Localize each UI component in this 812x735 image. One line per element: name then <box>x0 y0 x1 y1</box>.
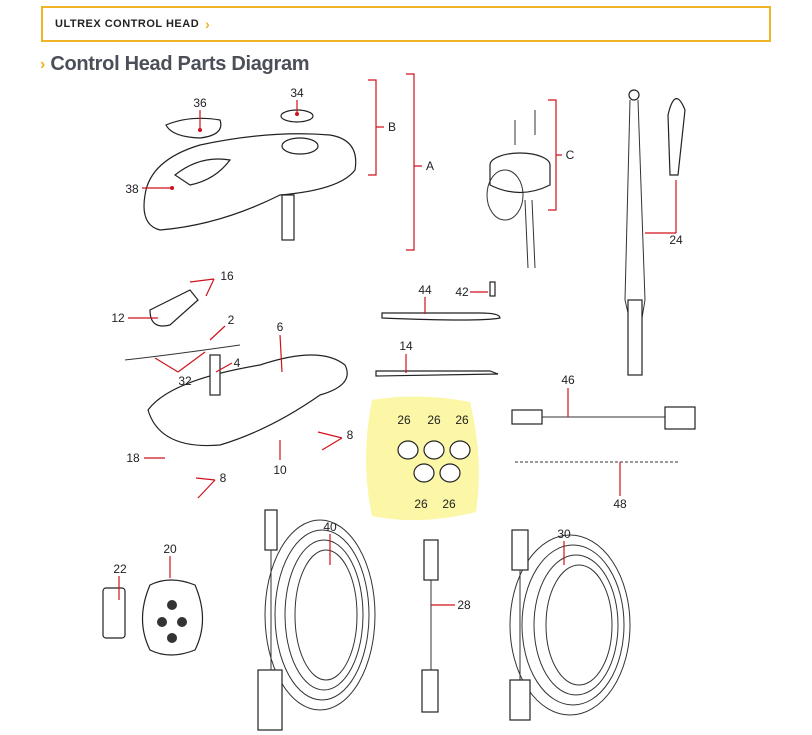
lanyard <box>624 89 686 376</box>
callout-38: 38 <box>125 182 139 196</box>
callout-42: 42 <box>455 285 469 299</box>
callout-10: 10 <box>273 463 287 477</box>
highlight-area <box>366 396 479 521</box>
cable-46 <box>511 406 696 430</box>
callout-26: 26 <box>427 413 441 427</box>
cable-coil-40 <box>257 509 376 731</box>
callout-12: 12 <box>111 311 125 325</box>
callout-14: 14 <box>399 339 413 353</box>
callout-22: 22 <box>113 562 127 576</box>
callout-40: 40 <box>323 520 337 534</box>
callout-48: 48 <box>613 497 627 511</box>
callout-26: 26 <box>455 413 469 427</box>
callout-32: 32 <box>178 374 192 388</box>
chevron-right-icon: › <box>40 55 46 73</box>
callout-6: 6 <box>277 320 284 334</box>
cable-tie-44 <box>381 312 501 321</box>
callout-44: 44 <box>418 283 432 297</box>
page-title: › Control Head Parts Diagram <box>40 53 310 76</box>
callout-C: C <box>566 148 575 162</box>
cable-tie-14 <box>375 370 499 377</box>
callout-A: A <box>426 159 434 173</box>
callout-8: 8 <box>347 428 354 442</box>
cable-28 <box>421 539 439 713</box>
callout-28: 28 <box>457 598 471 612</box>
control-head-base <box>124 289 348 447</box>
callout-8: 8 <box>220 471 227 485</box>
breadcrumb[interactable]: ULTREX CONTROL HEAD › <box>41 6 771 42</box>
steering-sensor <box>486 110 551 269</box>
clips-26 <box>397 440 471 483</box>
callout-B: B <box>388 120 396 134</box>
callout-16: 16 <box>220 269 234 283</box>
callout-30: 30 <box>557 527 571 541</box>
callout-26: 26 <box>442 497 456 511</box>
callout-46: 46 <box>561 373 575 387</box>
callout-26: 26 <box>397 413 411 427</box>
chevron-right-icon: › <box>205 16 210 32</box>
callout-2: 2 <box>228 313 235 327</box>
callout-26: 26 <box>414 497 428 511</box>
callout-36: 36 <box>193 96 207 110</box>
callout-34: 34 <box>290 86 304 100</box>
callout-24: 24 <box>669 233 683 247</box>
breadcrumb-label: ULTREX CONTROL HEAD <box>55 18 200 30</box>
page-title-text: Control Head Parts Diagram <box>50 53 310 75</box>
tag-22 <box>102 587 126 639</box>
callout-leaders <box>118 100 677 606</box>
cable-coil-30 <box>509 529 631 721</box>
remote-20 <box>141 579 204 656</box>
callout-18: 18 <box>126 451 140 465</box>
callout-20: 20 <box>163 542 177 556</box>
control-head-cover <box>143 109 357 241</box>
callout-4: 4 <box>234 356 241 370</box>
